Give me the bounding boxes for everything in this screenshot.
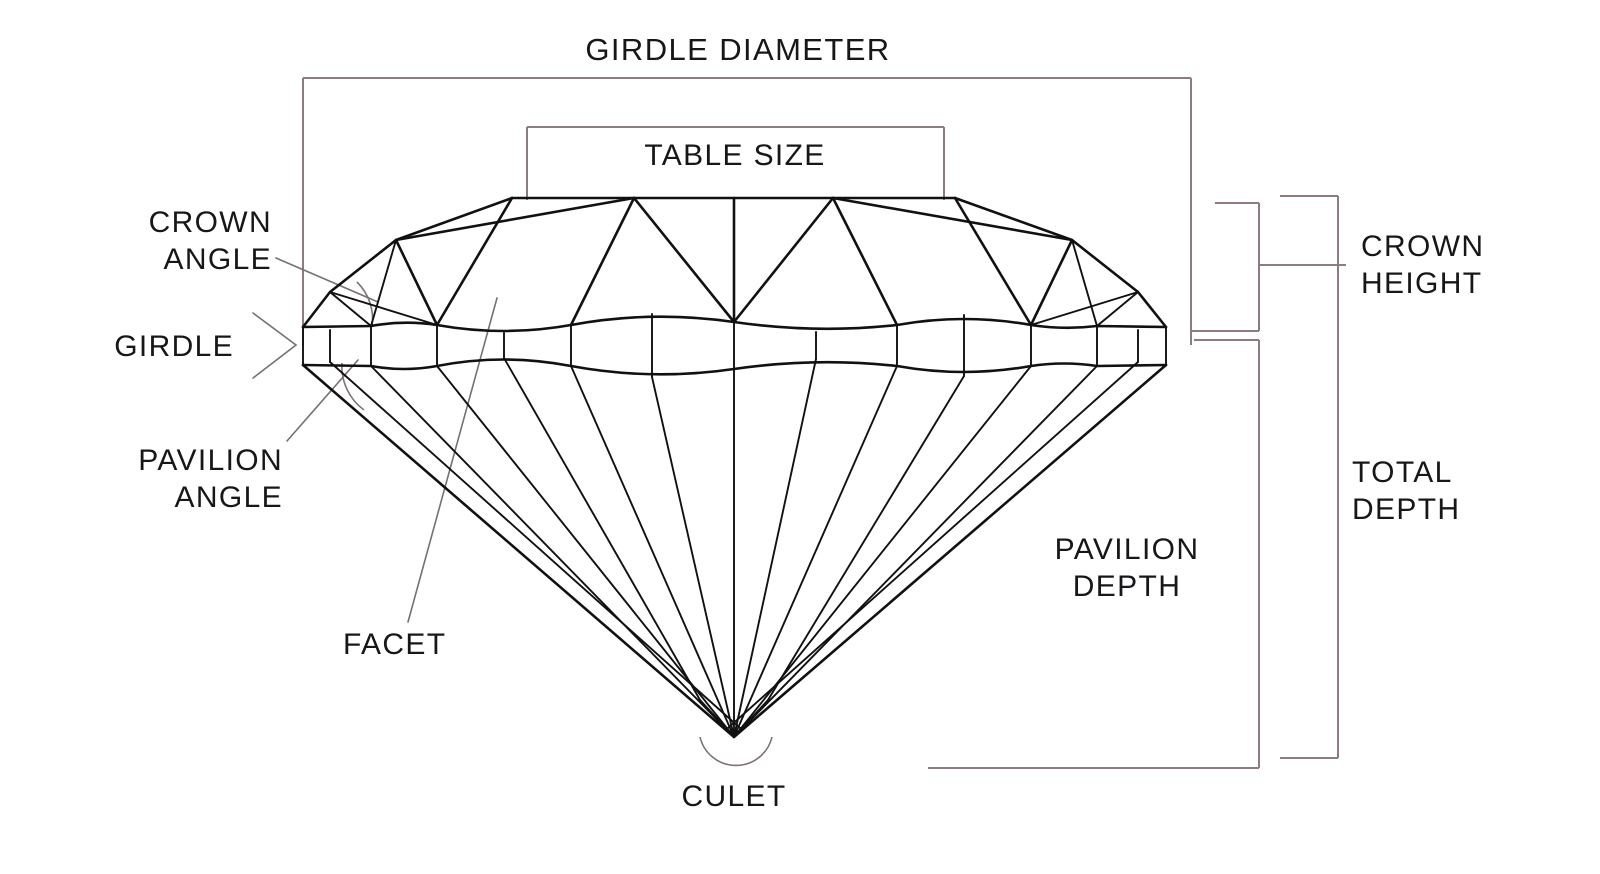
measure-crown-height-bracket bbox=[1192, 202, 1346, 332]
callout-girdle-chevron-icon bbox=[252, 312, 298, 379]
gem-pavilion bbox=[301, 357, 1168, 739]
measure-pavilion-depth-bracket bbox=[928, 339, 1260, 769]
label-pavilion-angle: PAVILION ANGLE bbox=[138, 444, 283, 514]
label-girdle-diameter: GIRDLE DIAMETER bbox=[585, 32, 891, 67]
label-crown-height: CROWN HEIGHT bbox=[1361, 230, 1485, 300]
measure-girdle-diameter-bracket bbox=[302, 77, 1192, 345]
callout-facet-leader bbox=[407, 297, 498, 623]
label-table-size: TABLE SIZE bbox=[644, 139, 826, 172]
label-facet: FACET bbox=[343, 628, 447, 661]
measure-table-size-bracket bbox=[526, 126, 945, 200]
label-crown-angle: CROWN ANGLE bbox=[148, 206, 272, 276]
callout-crown-angle-leader bbox=[275, 257, 379, 328]
label-total-depth: TOTAL DEPTH bbox=[1352, 456, 1461, 526]
label-culet: CULET bbox=[681, 780, 787, 813]
measure-total-depth-bracket bbox=[1280, 195, 1339, 759]
label-pavilion-depth: PAVILION DEPTH bbox=[1054, 533, 1200, 603]
label-girdle: GIRDLE bbox=[114, 330, 234, 363]
callout-pavilion-angle-leader bbox=[286, 359, 365, 442]
callout-culet-arc bbox=[699, 736, 773, 767]
gem-crown bbox=[301, 196, 1168, 329]
